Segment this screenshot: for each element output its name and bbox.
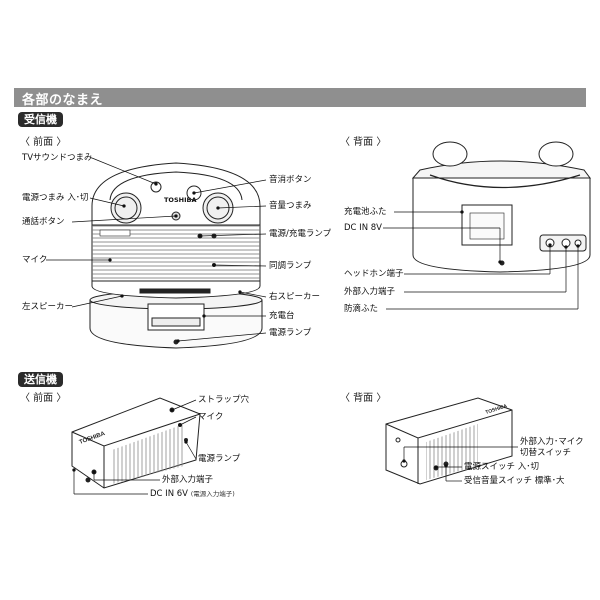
transmitter-back-drawing <box>385 397 513 485</box>
receiver-badge: 受信機 <box>18 112 63 127</box>
receiver-front-heading: 〈 前面 〉 <box>20 137 67 148</box>
receiver-front-leaders <box>46 157 267 343</box>
transmitter-back-leaders <box>402 446 518 482</box>
label-dc-in-6v-note: (電源入力端子) <box>190 490 235 498</box>
label-external-input: 外部入力端子 <box>344 287 396 297</box>
label-right-speaker: 右スピーカー <box>269 292 321 302</box>
label-strap-hole: ストラップ穴 <box>198 395 250 405</box>
label-left-speaker: 左スピーカー <box>22 302 74 312</box>
receiver-front-brand: TOSHIBA <box>164 196 197 204</box>
label-headphone-jack: ヘッドホン端子 <box>344 269 404 279</box>
label-transmitter-power-lamp: 電源ランプ <box>198 454 241 464</box>
label-volume-knob: 音量つまみ <box>269 201 312 211</box>
label-transmitter-external-input: 外部入力端子 <box>162 475 214 485</box>
transmitter-front-heading: 〈 前面 〉 <box>20 393 67 404</box>
label-power-switch: 電源スイッチ 入･切 <box>464 462 539 472</box>
transmitter-front-drawing <box>71 397 201 489</box>
transmitter-back-heading: 〈 背面 〉 <box>340 393 387 404</box>
section-header: 各部のなまえ <box>14 88 586 108</box>
label-mute-button: 音消ボタン <box>269 175 312 185</box>
label-charging-stand: 充電台 <box>269 311 295 321</box>
label-tv-sound-knob: TVサウンドつまみ <box>22 153 93 163</box>
transmitter-badge: 送信機 <box>18 372 63 387</box>
receiver-front-drawing <box>89 162 263 349</box>
receiver-back-drawing <box>411 141 591 273</box>
label-battery-cover: 充電池ふた <box>344 207 387 217</box>
label-mic: マイク <box>22 255 48 265</box>
label-power-lamp: 電源ランプ <box>269 328 312 338</box>
label-sync-lamp: 同調ランプ <box>269 261 312 271</box>
label-call-button: 通話ボタン <box>22 217 65 227</box>
label-waterproof-cover: 防滴ふた <box>344 304 379 314</box>
transmitter-front-leaders <box>72 399 197 495</box>
receiver-back-heading: 〈 背面 〉 <box>340 137 387 148</box>
label-mic-switch-line1: 外部入力･マイク <box>520 437 584 447</box>
label-dc-in-8v: DC IN 8V <box>344 223 382 233</box>
label-dc-in-6v-text: DC IN 6V <box>150 489 188 499</box>
section-title: 各部のなまえ <box>22 93 104 108</box>
receiver-back-leaders <box>383 210 580 310</box>
label-mic-switch-line2: 切替スイッチ <box>520 448 572 458</box>
label-power-knob: 電源つまみ 入･切 <box>22 193 89 203</box>
label-dc-in-6v: DC IN 6V (電源入力端子) <box>150 489 235 499</box>
label-transmitter-mic: マイク <box>198 412 224 422</box>
label-power-charge-lamp: 電源/充電ランプ <box>269 229 332 239</box>
label-receive-volume-switch: 受信音量スイッチ 標準･大 <box>464 476 565 486</box>
